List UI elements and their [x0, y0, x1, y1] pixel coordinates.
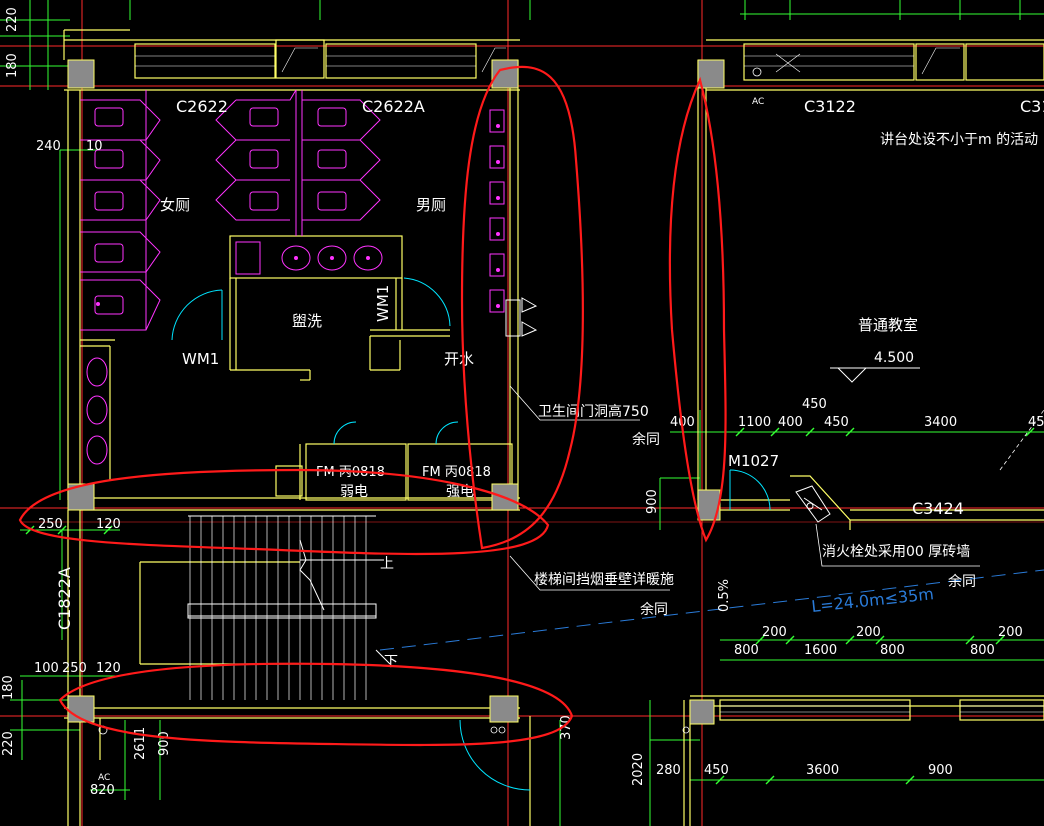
- note-elevation: 4.500: [874, 350, 914, 366]
- window-c2622: C2622: [176, 97, 228, 116]
- note-slope: 0.5%: [717, 579, 732, 612]
- dim-900-bot: 900: [928, 763, 953, 778]
- note-same-1: 余同: [632, 431, 660, 448]
- note-stair-up: 上: [380, 556, 394, 572]
- dim-10: 10: [86, 139, 103, 154]
- room-classroom: 普通教室: [858, 316, 918, 334]
- fire-hydrant-cabinet: [505, 297, 831, 523]
- review-markup: [18, 65, 727, 747]
- note-ac-2: AC: [98, 773, 110, 783]
- dim-250-mid: 250: [38, 517, 63, 532]
- door-fm-weak: FM 丙0818: [316, 465, 385, 480]
- note-toilet-door: 卫生间门洞高750: [538, 403, 649, 420]
- elevation-marker: [830, 367, 920, 383]
- dim-820: 820: [90, 783, 115, 798]
- dim-200a: 200: [762, 625, 787, 640]
- dim-200b: 200: [856, 625, 881, 640]
- door-m1027: M1027: [728, 452, 779, 470]
- note-same-3: 余同: [948, 573, 976, 590]
- dim-900-mid: 900: [645, 489, 660, 514]
- dim-800b: 800: [880, 643, 905, 658]
- dim-180-top: 180: [5, 53, 20, 78]
- dim-45: 45: [1028, 415, 1044, 430]
- dim-400b: 400: [778, 415, 803, 430]
- door-wm1-vertical: WM1: [374, 285, 392, 322]
- dim-450a: 450: [802, 397, 827, 412]
- dim-120-low: 120: [96, 661, 121, 676]
- leader-lines: [509, 385, 980, 591]
- dim-800c: 800: [970, 643, 995, 658]
- room-boiling-water: 开水: [444, 350, 474, 368]
- door-labels: WM1 WM1 M1027 FM 丙0818 FM 丙0818: [182, 285, 779, 480]
- dim-240: 240: [36, 139, 61, 154]
- room-women-wc: 女厕: [160, 196, 190, 214]
- window-c3122: C3122: [804, 97, 856, 116]
- evacuation-path-line: [379, 569, 1044, 651]
- note-podium: 讲台处设不小于m 的活动: [880, 132, 1038, 148]
- dim-3400: 3400: [924, 415, 957, 430]
- dim-450b: 450: [824, 415, 849, 430]
- window-glazing: [135, 47, 1044, 713]
- room-weak-current: 弱电: [340, 484, 368, 500]
- dim-2020: 2020: [631, 753, 646, 786]
- window-c1822a: C1822A: [55, 567, 74, 630]
- dim-1100: 1100: [738, 415, 771, 430]
- walls: [63, 29, 1044, 826]
- room-labels: 女厕 男厕 盥洗 开水 普通教室 弱电 强电: [160, 196, 918, 500]
- dim-180-low: 180: [1, 675, 16, 700]
- markup-ellipse-stair-bottom: [58, 662, 574, 747]
- note-stair-down: 下: [384, 654, 398, 670]
- note-ac-1: AC: [752, 97, 764, 107]
- room-washroom: 盥洗: [292, 312, 322, 330]
- stair-frame: [187, 515, 391, 665]
- dim-2611: 2611: [133, 727, 148, 760]
- window-c31: C31: [1020, 97, 1044, 116]
- note-hydrant: 消火栓处采用00 厚砖墙: [822, 544, 970, 560]
- dim-220-low: 220: [1, 731, 16, 756]
- note-stair-smoke: 楼梯间挡烟垂壁详暖施: [534, 572, 674, 588]
- ac-symbols: [98, 67, 762, 735]
- dim-1600: 1600: [804, 643, 837, 658]
- dim-800a: 800: [734, 643, 759, 658]
- note-same-2: 余同: [640, 601, 668, 618]
- door-fm-strong: FM 丙0818: [422, 465, 491, 480]
- room-men-wc: 男厕: [416, 196, 446, 214]
- room-strong-current: 强电: [446, 484, 474, 500]
- window-labels: C2622 C2622A C3122 C31 C3424 C1822A: [55, 97, 1044, 630]
- dim-200c: 200: [998, 625, 1023, 640]
- dim-3600: 3600: [806, 763, 839, 778]
- dim-120-mid: 120: [96, 517, 121, 532]
- dim-450c: 450: [704, 763, 729, 778]
- columns: [67, 59, 725, 725]
- window-c3424: C3424: [912, 499, 964, 518]
- door-swings: [171, 277, 771, 791]
- window-c2622a: C2622A: [362, 97, 425, 116]
- dimension-ticks: [25, 427, 1035, 785]
- markup-ellipse-urinal-wall: [460, 65, 584, 550]
- dim-100: 100: [34, 661, 59, 676]
- toilet-fixtures: [80, 89, 505, 465]
- dim-280: 280: [656, 763, 681, 778]
- projection-line: [999, 409, 1044, 471]
- dim-220-top: 220: [5, 7, 20, 32]
- door-wm1: WM1: [182, 350, 219, 368]
- dim-900-low: 900: [157, 731, 172, 756]
- dim-250-low: 250: [62, 661, 87, 676]
- markup-ellipse-stair-top: [18, 468, 550, 556]
- markup-ellipse-classroom-wall: [668, 76, 727, 543]
- fixture-drains: [96, 124, 500, 308]
